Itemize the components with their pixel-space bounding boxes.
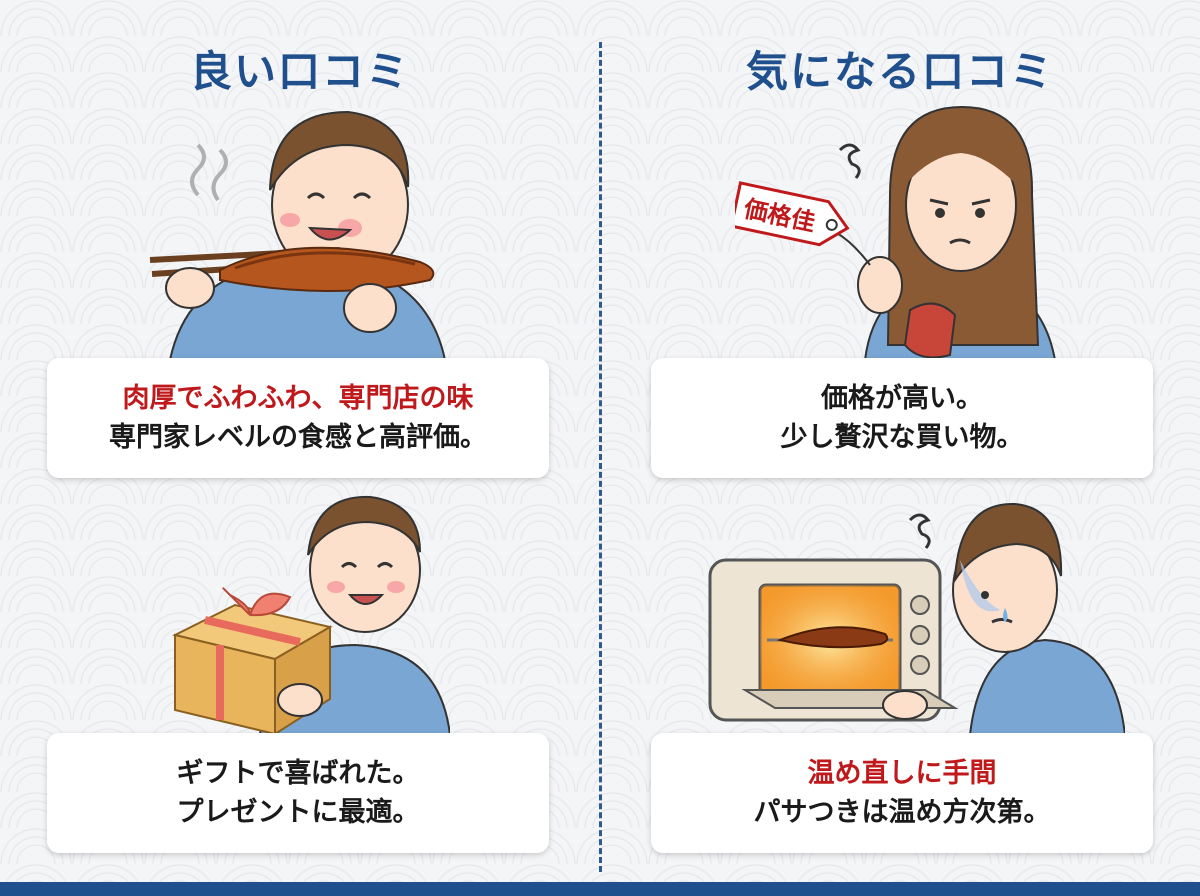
- boy-with-gift-illustration: [172, 495, 450, 735]
- good-review-1-text: 専門家レベルの食感と高評価。: [109, 422, 487, 453]
- man-eating-eel-illustration: [149, 110, 447, 360]
- footer-bar: [0, 882, 1200, 896]
- column-divider: [599, 42, 602, 872]
- woman-price-worry-illustration: 価格佳: [735, 105, 1057, 360]
- concern-review-card-2: 温め直しに手間 パサつきは温め方次第。: [651, 733, 1153, 853]
- good-reviews-title: 良い口コミ: [189, 47, 410, 96]
- concern-review-card-1: 価格が高い。 少し贅沢な買い物。: [651, 358, 1153, 478]
- good-review-card-2: ギフトで喜ばれた。 プレゼントに最適。: [47, 733, 549, 853]
- good-review-2-line2: プレゼントに最適。: [176, 797, 420, 828]
- concern-reviews-title: 気になる口コミ: [745, 47, 1054, 96]
- good-review-2-line1: ギフトで喜ばれた。: [176, 757, 420, 789]
- man-toaster-oven-illustration: [708, 502, 1125, 735]
- concern-review-1-line1: 価格が高い。: [821, 382, 983, 414]
- concern-review-1-line2: 少し贅沢な買い物。: [780, 422, 1024, 453]
- concern-review-2-highlight: 温め直しに手間: [807, 757, 997, 789]
- good-review-card-1: 肉厚でふわふわ、専門店の味 専門家レベルの食感と高評価。: [47, 358, 549, 478]
- good-review-1-highlight: 肉厚でふわふわ、専門店の味: [122, 382, 474, 414]
- concern-review-2-text: パサつきは温め方次第。: [753, 797, 1051, 828]
